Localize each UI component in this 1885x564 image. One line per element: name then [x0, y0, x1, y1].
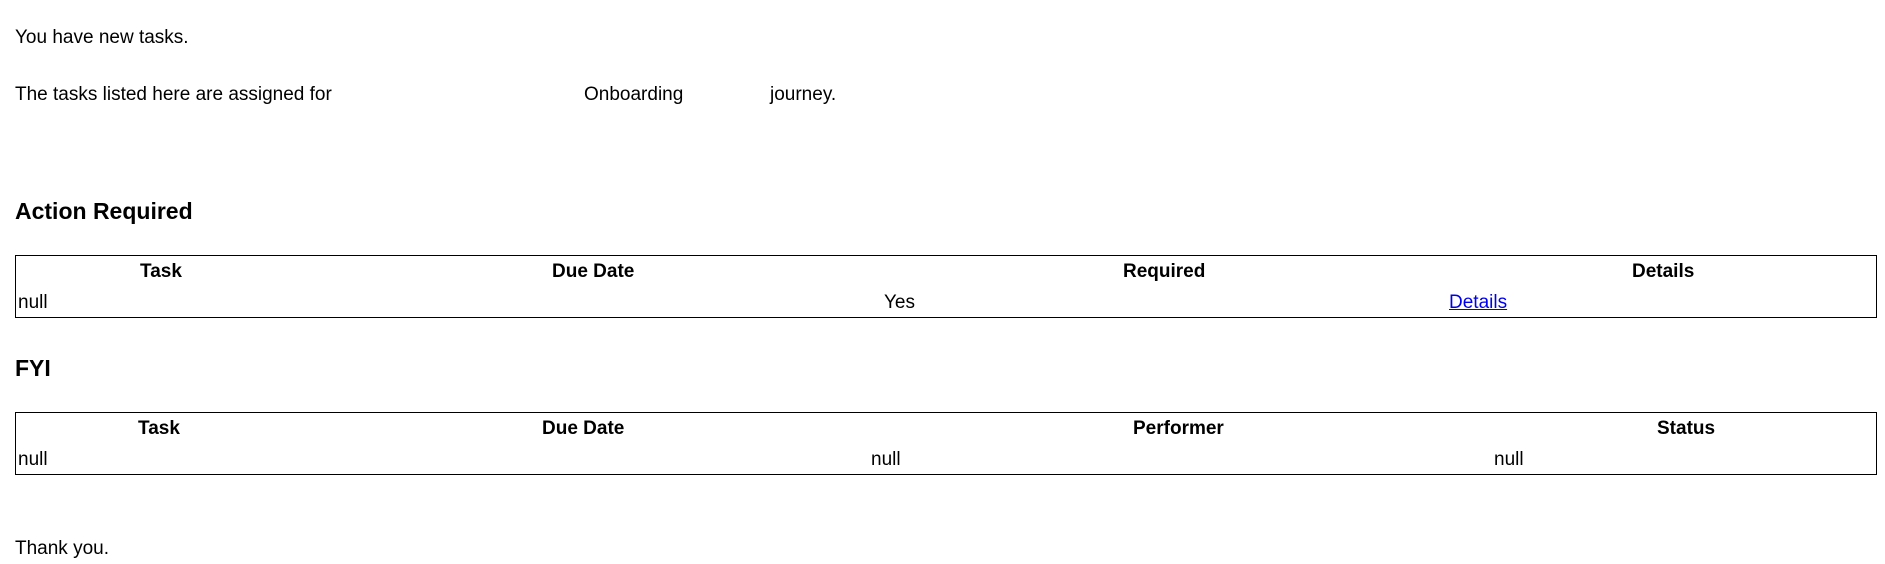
- column-header-required: Required: [1123, 261, 1206, 282]
- journey-name: Onboarding: [584, 84, 684, 105]
- column-header-task: Task: [140, 261, 182, 282]
- action-required-heading: Action Required: [15, 198, 193, 224]
- task-cell: null: [18, 449, 48, 470]
- column-header-status: Status: [1657, 418, 1716, 439]
- details-link[interactable]: Details: [1449, 292, 1508, 313]
- column-header-due-date: Due Date: [542, 418, 625, 439]
- fyi-table: Task Due Date Performer Status null null…: [15, 412, 1877, 475]
- column-header-due-date: Due Date: [552, 261, 635, 282]
- column-header-details: Details: [1632, 261, 1695, 282]
- intro-line-2-suffix: journey.: [770, 84, 837, 105]
- action-required-table: Task Due Date Required Details null Yes …: [15, 255, 1877, 318]
- intro-line-2-prefix: The tasks listed here are assigned for: [15, 84, 332, 105]
- column-header-performer: Performer: [1133, 418, 1224, 439]
- task-cell: null: [18, 292, 48, 313]
- intro-line-1: You have new tasks.: [15, 27, 189, 48]
- performer-cell: null: [1494, 449, 1524, 470]
- required-cell: Yes: [884, 292, 915, 313]
- due-date-cell: null: [871, 449, 901, 470]
- fyi-heading: FYI: [15, 355, 51, 381]
- closing-text: Thank you.: [15, 538, 109, 559]
- column-header-task: Task: [138, 418, 180, 439]
